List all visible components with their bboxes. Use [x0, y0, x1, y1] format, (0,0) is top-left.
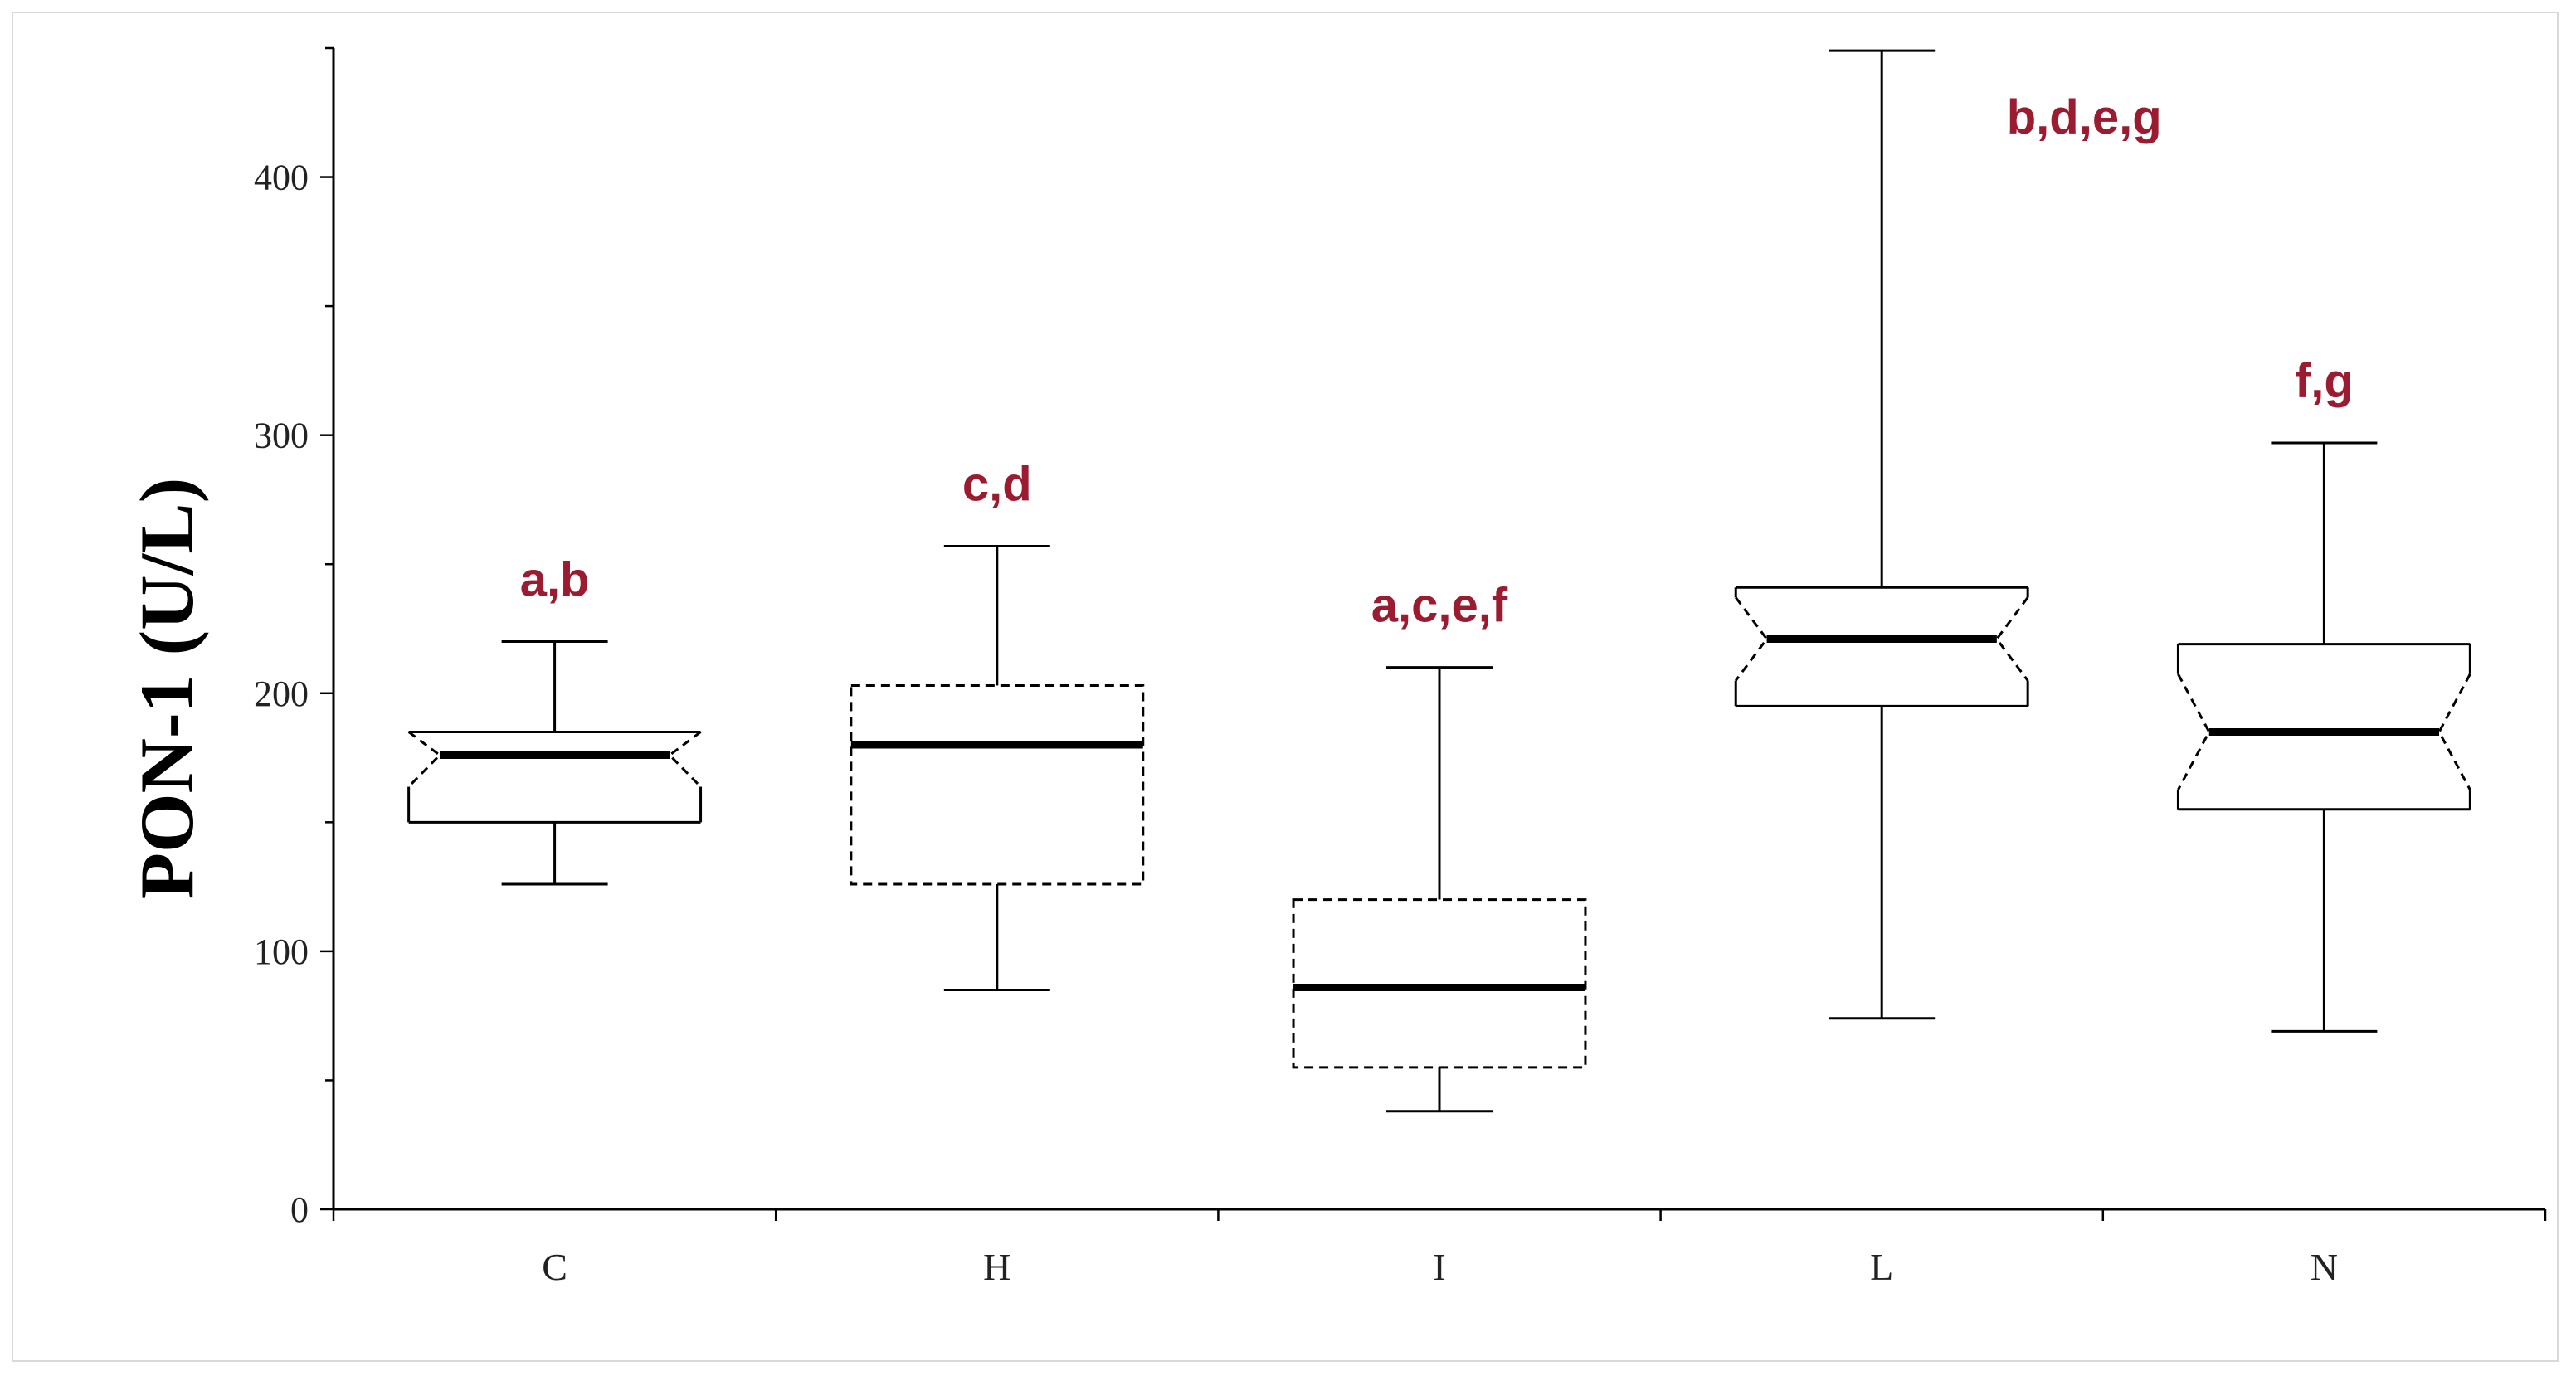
box-I — [1292, 666, 1587, 1113]
annotation-I: a,c,e,f — [1371, 579, 1508, 633]
x-tick-label: L — [1870, 1246, 1893, 1288]
box-fill — [1736, 587, 2028, 707]
box-rect — [850, 683, 1145, 886]
annotation-C: a,b — [520, 553, 590, 607]
y-tick-label: 200 — [254, 673, 309, 714]
x-tick-label: I — [1433, 1246, 1445, 1288]
x-tick-label: N — [2311, 1246, 2338, 1288]
annotation-H: c,d — [962, 457, 1032, 511]
x-tick-label: C — [542, 1246, 567, 1288]
y-tick-label: 300 — [254, 416, 309, 456]
left-notch — [2177, 673, 2211, 790]
annotations: a,b c,d a,c,e,f b,d,e,g f,g — [520, 90, 2354, 633]
box-fill — [408, 732, 701, 823]
y-tick-label: 0 — [290, 1189, 309, 1230]
x-tick-label: H — [983, 1246, 1010, 1288]
boxes — [407, 49, 2471, 1113]
right-notch — [1994, 596, 2029, 682]
y-axis-label: PON-1 (U/L) — [124, 478, 209, 899]
y-tick-label: 100 — [254, 931, 309, 972]
box-L — [1734, 49, 2029, 1020]
chart-frame — [12, 12, 2559, 1362]
y-axis: 0 100 200 300 400 — [254, 46, 335, 1230]
box-rect — [1292, 898, 1587, 1069]
left-notch — [1735, 596, 1769, 682]
y-tick-label: 400 — [254, 158, 309, 198]
box-fill — [2178, 644, 2471, 810]
box-C — [407, 640, 703, 886]
box-H — [850, 544, 1145, 992]
annotation-N: f,g — [2295, 354, 2354, 408]
box-N — [2176, 441, 2471, 1033]
annotation-L: b,d,e,g — [2007, 90, 2162, 144]
right-notch — [2437, 673, 2471, 790]
